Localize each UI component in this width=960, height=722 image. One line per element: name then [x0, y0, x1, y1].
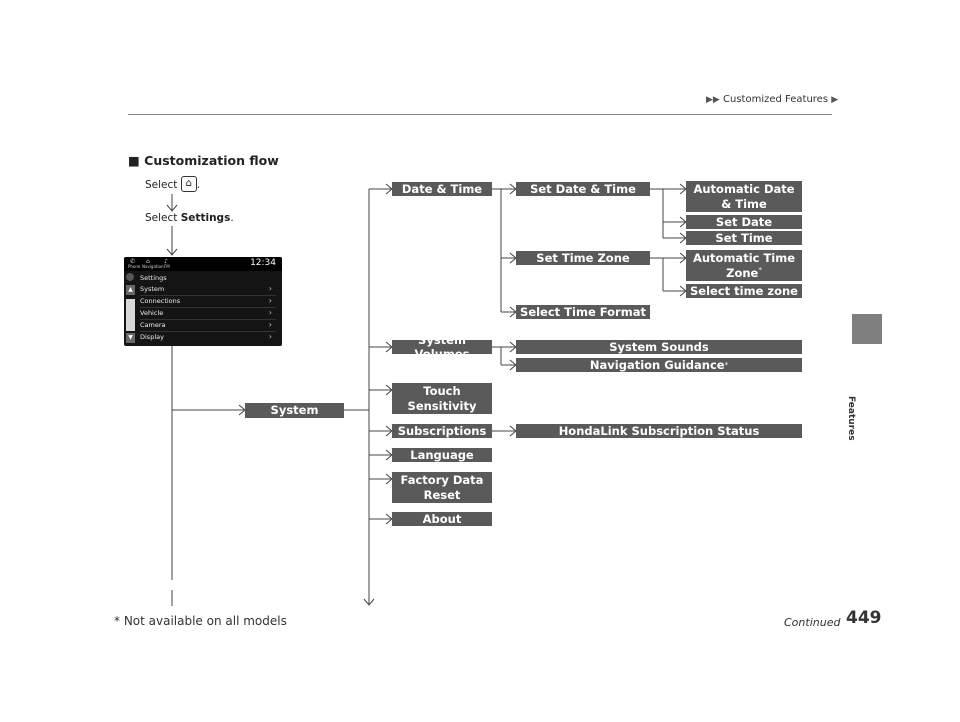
screen-list-item: Camera › [140, 319, 276, 332]
footnote: * Not available on all models [114, 614, 287, 628]
screen-list-item: Vehicle › [140, 307, 276, 320]
screen-topbar: ✆ Phone ⌂ Navigation ♪ FM 12:34 [124, 257, 282, 271]
date-time-box: Date & Time [392, 182, 492, 196]
automatic-time-zone-label: Automatic Time Zone* [690, 251, 798, 280]
audio-icon: ♪ [164, 258, 168, 265]
screen-item-label: Display [140, 333, 164, 341]
step-select-settings: Select Settings. [145, 212, 234, 224]
page-number: 449 [846, 608, 882, 628]
side-tab-marker [852, 314, 882, 344]
select-time-zone-box: Select time zone [686, 284, 802, 298]
about-box: About [392, 512, 492, 526]
scroll-up-icon: ▲ [126, 285, 135, 295]
settings-screen-thumbnail: ✆ Phone ⌂ Navigation ♪ FM 12:34 Settings… [124, 257, 282, 346]
screen-header: Settings [140, 274, 167, 282]
footnote-asterisk: * [724, 360, 729, 369]
step-text: Select [145, 212, 178, 224]
chevron-right-icon: › [268, 308, 272, 317]
screen-item-label: System [140, 285, 165, 293]
touch-sensitivity-box: Touch Sensitivity [392, 383, 492, 414]
language-box: Language [392, 448, 492, 462]
home-icon: ⌂ [180, 176, 197, 192]
screen-top-label: Navigation [142, 264, 164, 269]
breadcrumb-arrow-icon: ▶ [831, 95, 839, 105]
step-text: . [196, 179, 201, 191]
chevron-right-icon: › [268, 320, 272, 329]
breadcrumb-arrow-icon: ▶▶ [706, 95, 720, 105]
set-date-time-box: Set Date & Time [516, 182, 650, 196]
set-time-box: Set Time [686, 231, 802, 245]
screen-item-label: Camera [140, 321, 166, 329]
navigation-icon: ⌂ [146, 258, 150, 265]
step-text: . [230, 212, 234, 224]
screen-clock: 12:34 [250, 258, 276, 268]
section-title: ■ Customization flow [128, 153, 279, 168]
chevron-right-icon: › [268, 332, 272, 341]
step-text: Select [145, 179, 178, 191]
section-title-text: Customization flow [144, 153, 279, 168]
system-sounds-box: System Sounds [516, 340, 802, 354]
scroll-track [126, 299, 135, 331]
screen-list-item: Connections › [140, 295, 276, 308]
set-time-zone-box: Set Time Zone [516, 251, 650, 265]
scroll-down-icon: ▼ [126, 333, 135, 343]
select-time-format-box: Select Time Format [516, 305, 650, 319]
screen-item-label: Vehicle [140, 309, 164, 317]
section-bullet: ■ [128, 153, 140, 168]
chevron-right-icon: › [268, 296, 272, 305]
automatic-date-time-box: Automatic Date & Time [686, 181, 802, 212]
hondalink-status-box: HondaLink Subscription Status [516, 424, 802, 438]
system-box: System [245, 403, 344, 418]
navigation-guidance-box: Navigation Guidance* [516, 358, 802, 372]
automatic-time-zone-text: Automatic Time Zone [692, 251, 796, 280]
set-date-box: Set Date [686, 215, 802, 229]
step-text-bold: Settings [180, 212, 231, 224]
screen-list-item: System › [140, 283, 276, 296]
header-divider [128, 114, 832, 115]
breadcrumb-label: Customized Features [723, 94, 829, 105]
screen-item-label: Connections [140, 297, 181, 305]
footnote-asterisk: * [758, 265, 762, 274]
subscriptions-box: Subscriptions [392, 424, 492, 438]
step-select-home: Select ⌂. [145, 176, 201, 193]
chevron-right-icon: › [268, 284, 272, 293]
screen-top-label: Phone [128, 264, 141, 269]
automatic-time-zone-box: Automatic Time Zone* [686, 250, 802, 281]
continued-label: Continued [784, 616, 841, 629]
system-volumes-box: System Volumes [392, 333, 492, 361]
screen-list-item: Display › [140, 331, 276, 343]
gear-icon [126, 273, 134, 281]
breadcrumb: ▶▶ Customized Features ▶ [706, 94, 838, 105]
factory-data-reset-box: Factory Data Reset [392, 472, 492, 503]
navigation-guidance-label: Navigation Guidance [589, 357, 725, 372]
phone-icon: ✆ [130, 258, 136, 265]
screen-scrollbar: ▲ ▼ [126, 273, 135, 345]
screen-top-label: FM [164, 264, 170, 269]
